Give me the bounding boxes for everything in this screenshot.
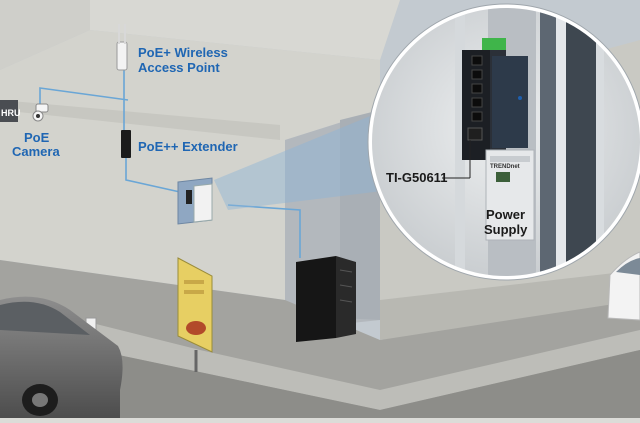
- outdoor-enclosure: [177, 177, 213, 225]
- cable-extender-to-box: [125, 158, 181, 193]
- roof-parapet: [0, 0, 90, 70]
- switch-brand-text: TRENDnet: [490, 164, 520, 170]
- cable-camera: [39, 87, 129, 110]
- poe-extender: [121, 130, 131, 158]
- drive-thru-sign: [0, 100, 18, 122]
- curb: [0, 300, 640, 410]
- poe-camera: [32, 103, 49, 122]
- power-supply-unit: [485, 149, 535, 241]
- label-camera-line2: Camera: [12, 144, 60, 159]
- network-cables: [39, 70, 301, 258]
- roof-top: [90, 0, 400, 60]
- terminal-block: [482, 38, 506, 50]
- cable-box-to-cabinet: [227, 204, 301, 258]
- label-extender: PoE++ Extender: [138, 139, 238, 154]
- wireless-access-point: [116, 24, 128, 71]
- menu-board: [177, 257, 213, 372]
- label-wireless-ap-line1: PoE+ Wireless: [138, 45, 228, 60]
- label-power-line2: Supply: [484, 222, 528, 237]
- label-switch-model: TI-G50611: [386, 170, 448, 185]
- car-left: [0, 296, 123, 418]
- label-wireless-ap-line2: Access Point: [138, 60, 220, 75]
- zoom-detail-circle: TRENDnet: [367, 3, 640, 281]
- building-wall-upper: [0, 100, 280, 140]
- label-power-line1: Power: [486, 207, 526, 222]
- car-right: [607, 251, 640, 321]
- zoom-beam: [214, 112, 390, 210]
- drive-thru-sign-text: HRU: [1, 108, 21, 118]
- road: [0, 330, 640, 418]
- network-cabinet: [296, 256, 356, 342]
- label-camera-line1: PoE: [24, 130, 50, 145]
- wall-base-right: [380, 270, 640, 340]
